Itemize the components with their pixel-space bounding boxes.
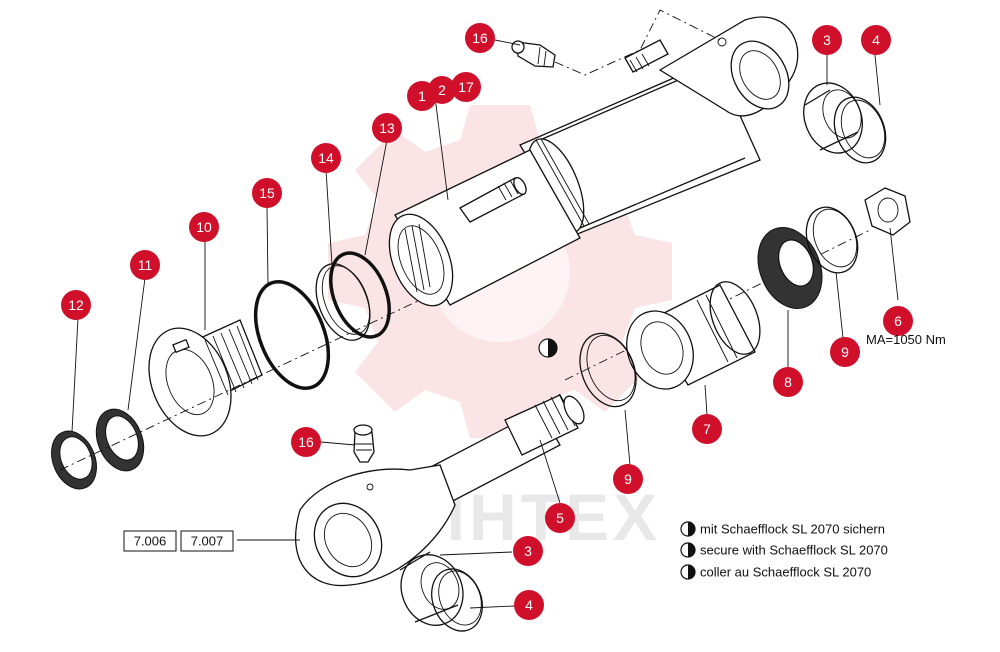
- callout-4-bottom: 4: [514, 590, 544, 620]
- callout-9-upper: 9: [830, 337, 860, 367]
- seal-15: [253, 279, 331, 391]
- ring-12: [51, 430, 97, 490]
- callout-16-top: 16: [465, 23, 495, 53]
- callout-16-bottom-label: 16: [298, 434, 314, 450]
- callout-3-bottom: 3: [513, 536, 543, 566]
- callout-7-label: 7: [703, 421, 711, 437]
- callout-3-top-label: 3: [823, 32, 831, 48]
- legend-text-fr: coller au Schaefflock SL 2070: [700, 565, 871, 580]
- threadlock-marker-icon: [538, 338, 558, 358]
- callout-5: 5: [545, 503, 575, 533]
- callout-3-bottom-label: 3: [524, 543, 532, 559]
- callout-4-top-label: 4: [872, 32, 880, 48]
- callout-15: 15: [252, 178, 282, 208]
- callout-10: 10: [189, 212, 219, 242]
- callout-17: 17: [451, 72, 481, 102]
- grease-nipple-top: [511, 40, 556, 68]
- callout-10-label: 10: [196, 219, 212, 235]
- callout-11: 11: [130, 250, 160, 280]
- callout-11-label: 11: [138, 257, 153, 273]
- callout-6: 6: [883, 306, 913, 336]
- callout-8-label: 8: [784, 374, 792, 390]
- grease-nipple-bottom: [353, 424, 375, 463]
- callout-15-label: 15: [259, 185, 275, 201]
- ring-11: [95, 408, 145, 472]
- reference-box-7006: 7.006: [123, 530, 177, 552]
- callout-5-label: 5: [556, 510, 564, 526]
- legend-text-de: mit Schaefflock SL 2070 sichern: [700, 522, 885, 537]
- callout-9-lower-label: 9: [624, 471, 632, 487]
- callout-1-label: 1: [418, 88, 426, 104]
- callout-7: 7: [692, 414, 722, 444]
- gland-10: [148, 319, 263, 437]
- callout-6-label: 6: [894, 313, 902, 329]
- piston-rod: [295, 393, 585, 587]
- bearing-top: [803, 82, 863, 154]
- seal-13: [329, 251, 391, 339]
- ring-9-upper: [805, 206, 859, 274]
- seal-14: [315, 263, 371, 341]
- legend-item-de: mit Schaefflock SL 2070 sichern: [680, 521, 885, 537]
- ring-9-lower: [579, 332, 637, 408]
- knurled-ring-8: [757, 226, 823, 310]
- hex-nut-6: [864, 187, 911, 236]
- callout-2: 2: [428, 76, 456, 104]
- torque-label: MA=1050 Nm: [866, 332, 946, 347]
- cylinder-barrel: [388, 9, 799, 307]
- callout-16-top-label: 16: [472, 30, 488, 46]
- legend: mit Schaefflock SL 2070 sichern secure w…: [680, 521, 888, 580]
- callout-14-label: 14: [318, 150, 334, 166]
- callout-3-top: 3: [812, 25, 842, 55]
- axis-line-left: [59, 299, 421, 471]
- circlip-bottom: [431, 568, 483, 632]
- callout-2-label: 2: [438, 82, 446, 98]
- legend-text-en: secure with Schaefflock SL 2070: [700, 543, 888, 558]
- callout-14: 14: [311, 143, 341, 173]
- callout-9-lower: 9: [613, 464, 643, 494]
- reference-box-7007: 7.007: [180, 530, 234, 552]
- callout-4-bottom-label: 4: [525, 597, 533, 613]
- callout-9-upper-label: 9: [841, 344, 849, 360]
- reference-box-7006-label: 7.006: [134, 534, 167, 549]
- circlip-top: [833, 96, 887, 164]
- callout-12: 12: [61, 290, 91, 320]
- legend-item-en: secure with Schaefflock SL 2070: [680, 542, 888, 558]
- legend-item-fr: coller au Schaefflock SL 2070: [680, 564, 871, 580]
- piston-7: [626, 281, 761, 390]
- callout-12-label: 12: [68, 297, 84, 313]
- callout-8: 8: [773, 367, 803, 397]
- callout-13: 13: [372, 113, 402, 143]
- callout-4-top: 4: [861, 25, 891, 55]
- callout-13-label: 13: [379, 120, 395, 136]
- callout-17-label: 17: [458, 79, 474, 95]
- leader-lines: [71, 39, 899, 609]
- reference-box-7007-label: 7.007: [191, 534, 224, 549]
- callout-16-bottom: 16: [291, 427, 321, 457]
